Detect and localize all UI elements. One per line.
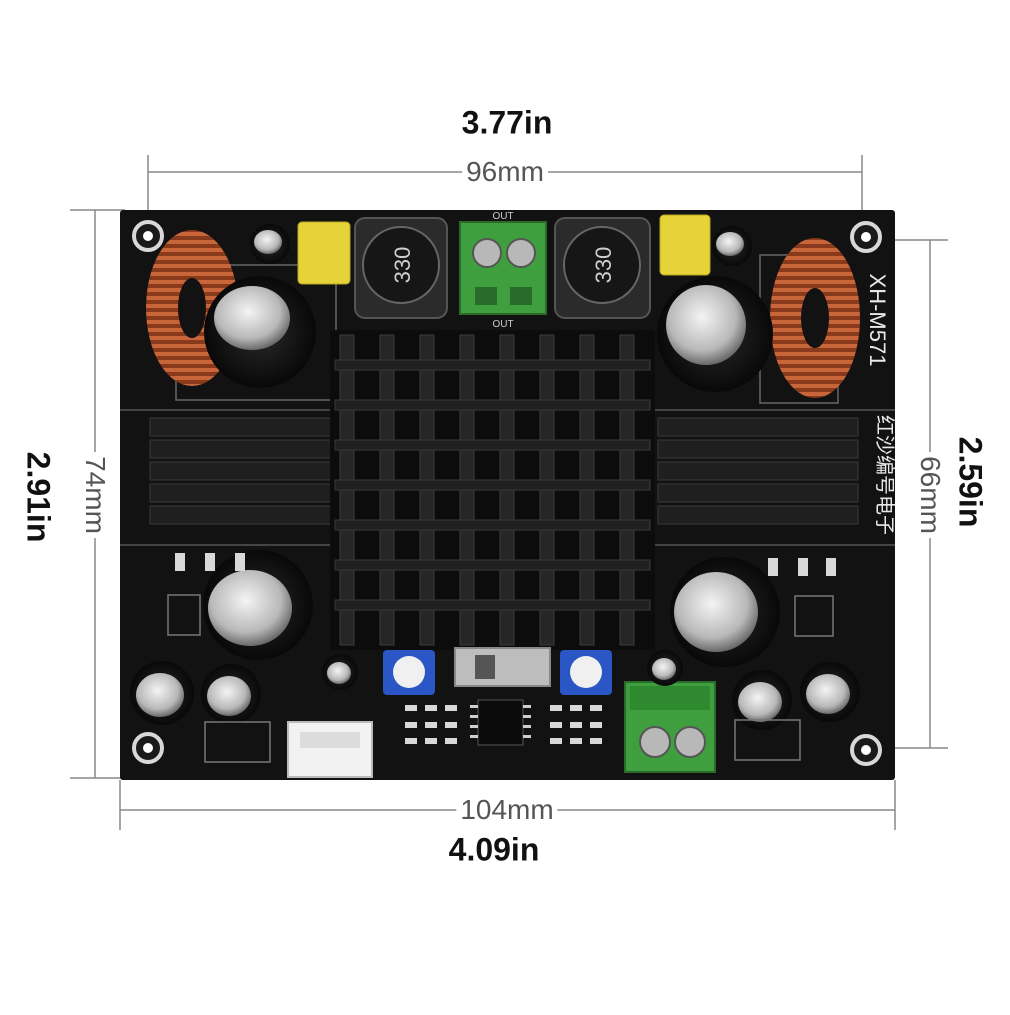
- inductor-left-value: 330: [390, 247, 415, 284]
- trimmer-potentiometers: [383, 650, 612, 695]
- model-label: XH-M571: [865, 274, 890, 367]
- bottom-width-inches: 4.09in: [448, 831, 540, 868]
- power-terminal: [624, 681, 716, 773]
- toggle-switch: [454, 647, 551, 687]
- inductor-right-value: 330: [591, 247, 616, 284]
- inductor-left: 330: [354, 217, 448, 319]
- bottom-width-mm: 104mm: [456, 794, 558, 826]
- output-label-bottom: OUT: [492, 319, 513, 330]
- central-heatsink: [330, 330, 655, 650]
- smd-components: [175, 553, 836, 744]
- top-width-mm: 96mm: [462, 156, 548, 188]
- film-capacitors: [297, 214, 711, 285]
- right-height-mm: 66mm: [914, 452, 946, 538]
- side-heatsinks: [149, 417, 859, 525]
- output-label-top: OUT: [492, 211, 513, 222]
- left-height-inches: 2.91in: [20, 451, 57, 543]
- small-capacitors: [130, 650, 860, 730]
- op-amp-chip: [477, 699, 524, 746]
- audio-input-connector: [287, 721, 373, 778]
- left-height-mm: 74mm: [79, 452, 111, 538]
- output-terminal: OUT OUT: [459, 211, 547, 330]
- top-width-inches: 3.77in: [461, 104, 553, 141]
- right-height-inches: 2.59in: [952, 436, 989, 528]
- manufacturer-label: 红沙编号电子: [873, 415, 897, 535]
- toroid-coil-right: [770, 238, 860, 398]
- electrolytic-capacitors: [203, 224, 780, 667]
- inductor-right: 330: [554, 217, 651, 319]
